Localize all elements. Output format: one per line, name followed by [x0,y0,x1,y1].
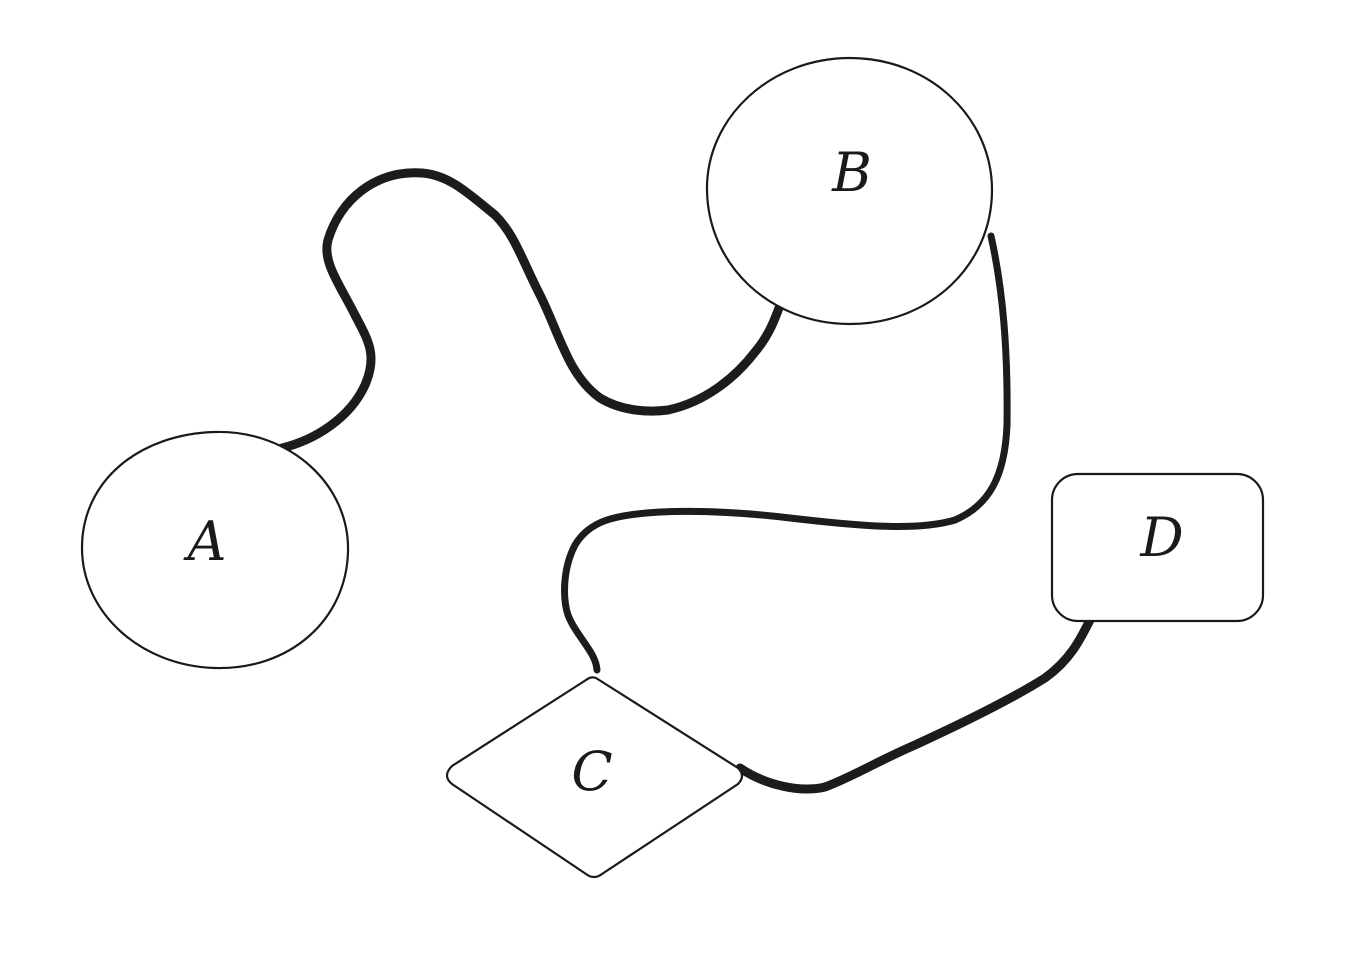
node-b[interactable]: B [705,56,994,326]
node-a[interactable]: A [80,430,350,670]
node-c-diamond [445,676,744,879]
edge-a-b [277,168,784,453]
node-a-label: A [183,510,227,573]
edge-b-c [561,232,1011,674]
node-c-label: C [571,740,612,803]
node-d[interactable]: D [1050,472,1265,623]
edges [277,168,1095,794]
node-b-label: B [831,141,872,204]
node-a-circle [80,430,350,670]
node-b-circle [705,56,994,326]
node-d-rectangle [1050,472,1265,623]
node-d-label: D [1139,506,1183,569]
edge-c-d [735,615,1095,794]
node-c[interactable]: C [445,676,744,879]
